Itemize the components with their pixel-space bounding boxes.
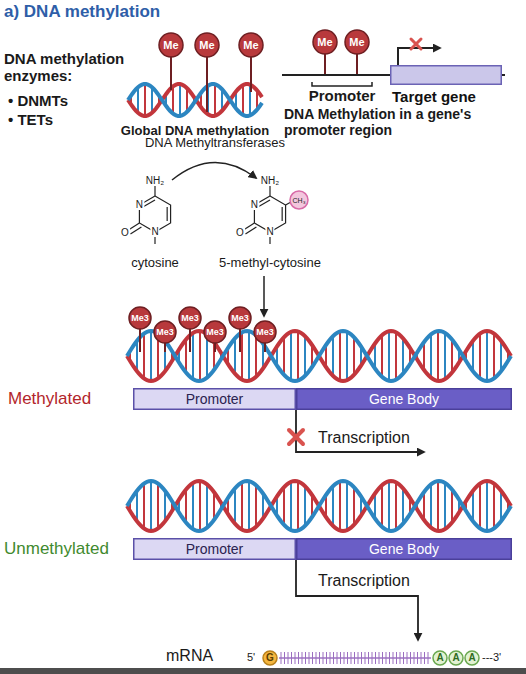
methyl-group: Me [238,32,264,58]
block-cross [411,39,421,49]
dna-strand [128,84,262,116]
methyl-group: Me [344,29,370,55]
node-text: Me [238,32,264,58]
methyl-group: Me [194,32,220,58]
reaction-arrow [172,162,256,180]
node-text: Me [344,29,370,55]
atom-label: O [235,228,245,238]
dna-strand [128,84,262,116]
node-text: Me [312,29,338,55]
dna-strand [127,331,511,381]
dna-helix [127,84,511,531]
node-text: A [448,650,464,666]
end-label: ---3' [482,651,501,664]
panel-caption: DNA Methylation in a gene's promoter reg… [284,106,522,138]
node-text: G [262,650,278,666]
dna-strand [127,481,511,531]
cap-circle: G [262,650,278,666]
atom-label: N [150,227,159,237]
atom-label: NH₂ [260,176,280,186]
enzyme-label: DNA Methyltransferases [145,136,285,151]
methyl-group: CH₃ [289,190,309,210]
gene-box: Target gene [390,65,502,85]
panel-title: a) DNA methylation [4,2,160,22]
node-text: Me [194,32,220,58]
node-text: CH₃ [289,190,309,210]
node-text: A [464,650,480,666]
atom-label: N [250,200,259,210]
methyl-group: Me3 [178,306,202,330]
node-text: Me3 [203,320,227,344]
transcription-arrow [296,560,418,640]
node-text: A [432,650,448,666]
methyl-group: Me3 [153,320,177,344]
methyl-group: Me3 [228,306,252,330]
methyl-group: Me3 [128,306,152,330]
gene-body-bar: Gene Body [296,538,512,560]
node-text: Gene Body [296,538,512,560]
polya-circle: A [464,650,480,666]
promoter-bar: Promoter [133,538,296,560]
gene-box-outline [390,65,502,85]
end-label: 5' [247,651,255,664]
node-text: Promoter [133,538,296,560]
methyl-group: Me3 [253,320,277,344]
node-text: Promoter [133,388,296,410]
node-text: Me3 [253,320,277,344]
process-label: Transcription [318,429,410,447]
cytosine-structure [128,186,294,244]
promoter-bar: Promoter [133,388,296,410]
node-text: Me [158,32,184,58]
node-text: Me3 [178,306,202,330]
methyl-group: Me [312,29,338,55]
enzyme-item: • TETs [8,111,53,128]
tss-arrow [398,48,440,65]
node-text: Me3 [228,306,252,330]
state-label: Unmethylated [4,539,109,559]
enzymes-heading: DNA methylation enzymes: [4,50,134,85]
promoter-bracket [312,82,372,86]
polya-circle: A [448,650,464,666]
region-label: Promoter [309,87,376,104]
mrna-strand [279,652,431,664]
atom-label: N [135,200,144,210]
methyl-group: Me [158,32,184,58]
gene-body-bar: Gene Body [296,388,512,410]
molecule-name: 5-methyl-cytosine [219,256,321,271]
molecule-name: mRNA [166,647,213,665]
atom-label: O [120,228,130,238]
polya-circle: A [432,650,448,666]
node-text: Me3 [153,320,177,344]
block-cross [289,430,303,444]
enzyme-item: • DNMTs [8,92,68,109]
molecule-name: cytosine [131,256,179,271]
bottom-band [0,668,526,674]
state-label: Methylated [8,389,91,409]
methyl-group: Me3 [203,320,227,344]
dna-strand [127,481,511,531]
dna-strand [127,331,511,381]
atom-label: N [265,227,274,237]
process-label: Transcription [318,572,410,590]
pointer-arrow [263,276,265,316]
node-text: Me3 [128,306,152,330]
node-text: Gene Body [296,388,512,410]
transcription-arrow [296,410,424,452]
atom-label: NH₂ [145,176,165,186]
node-text: Target gene [392,88,476,105]
